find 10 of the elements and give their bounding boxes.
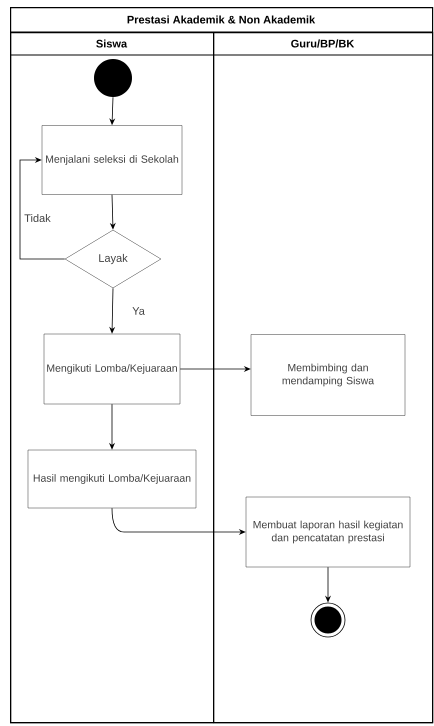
end-node (310, 602, 346, 638)
edge-label: Ya (132, 307, 145, 315)
activity-box: Membimbing dan mendamping Siswa (250, 334, 406, 416)
activity-box: Menjalani seleksi di Sekolah (42, 125, 182, 195)
edge-label: Tidak (24, 214, 51, 222)
activity-box: Hasil mengikuti Lomba/Kejuaraan (28, 450, 196, 508)
activity-box: Mengikuti Lomba/Kejuaraan (44, 334, 180, 404)
activity-box: Membuat laporan hasil kegiatan dan pencatatan prestasi (246, 496, 410, 568)
arrow (20, 156, 66, 260)
start-node (94, 59, 132, 97)
